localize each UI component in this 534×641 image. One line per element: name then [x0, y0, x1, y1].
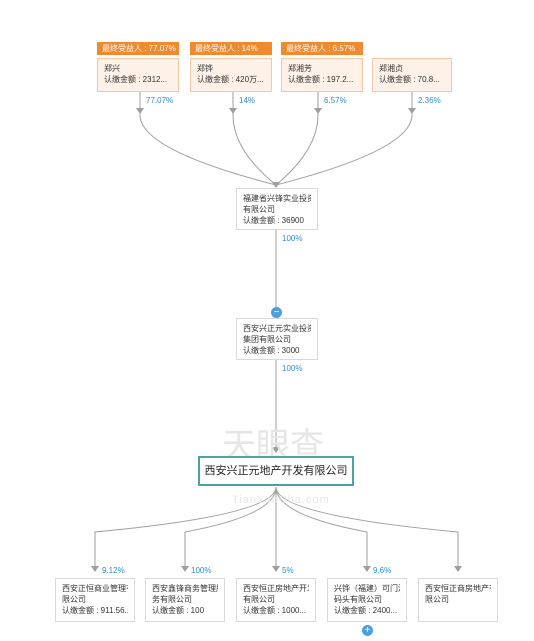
node-name: 西安兴正元实业投资 — [243, 324, 311, 333]
connector-line — [275, 486, 368, 570]
share-percentage: 6.57% — [324, 96, 347, 105]
company-node-fujian-xingfeng[interactable]: 福建省兴锋实业投资 有限公司 认缴金额 : 36900 — [236, 188, 318, 230]
beneficiary-tag: 最终受益人 : 77.07% — [97, 42, 179, 55]
subsidiary-node[interactable]: 西安恒正房地产开发 有限公司 认缴金额 : 1000... — [236, 578, 316, 622]
node-name: 西安正恒商业管理有 — [62, 584, 128, 593]
node-amount: 认缴金额 : 420万... — [197, 75, 264, 84]
node-amount: 认缴金额 : 2312... — [104, 75, 168, 84]
connector-line — [275, 92, 413, 186]
connector-line — [94, 486, 277, 570]
share-percentage: 9.12% — [102, 566, 125, 575]
node-name: 郑兴 — [104, 64, 120, 73]
share-percentage: 100% — [282, 234, 303, 243]
subsidiary-node[interactable]: 西安鑫锋商务管理服 务有限公司 认缴金额 : 100 — [145, 578, 225, 622]
main-company-node[interactable]: 西安兴正元地产开发有限公司 — [198, 456, 354, 486]
node-amount: 认缴金额 : 2400... — [334, 606, 398, 615]
arrow-head — [91, 566, 99, 572]
beneficiary-node[interactable]: 郑铧 认缴金额 : 420万... — [190, 58, 272, 92]
node-name: 兴铧（福建）可门港 — [334, 584, 400, 593]
node-name-line2: 有限公司 — [243, 595, 275, 604]
share-percentage: 100% — [191, 566, 212, 575]
share-percentage: 5% — [282, 566, 294, 575]
subsidiary-node[interactable]: 西安恒正商房地产有 限公司 — [418, 578, 498, 622]
connector-line — [139, 92, 277, 186]
node-amount: 认缴金额 : 911.56... — [62, 606, 128, 615]
arrow-head — [314, 108, 322, 114]
arrow-head — [272, 182, 280, 188]
node-name: 郑湘贞 — [379, 64, 403, 73]
connector-line — [232, 92, 277, 186]
collapse-icon[interactable]: − — [271, 307, 282, 318]
node-amount: 认缴金额 : 100 — [152, 606, 205, 615]
beneficiary-node[interactable]: 郑兴 认缴金额 : 2312... — [97, 58, 179, 92]
shareholder-node[interactable]: 郑湘贞 认缴金额 : 70.8... — [372, 58, 452, 92]
beneficiary-node[interactable]: 郑湘芳 认缴金额 : 197.2... — [281, 58, 363, 92]
node-name: 西安恒正商房地产有 — [425, 584, 491, 593]
node-name-line2: 集团有限公司 — [243, 335, 291, 344]
node-amount: 认缴金额 : 1000... — [243, 606, 307, 615]
node-amount: 认缴金额 : 70.8... — [379, 75, 440, 84]
expand-icon[interactable]: + — [362, 625, 373, 636]
share-percentage: 9.6% — [373, 566, 392, 575]
connector-line — [184, 486, 277, 570]
arrow-head — [272, 566, 280, 572]
node-name-line2: 码头有限公司 — [334, 595, 382, 604]
arrow-head — [229, 108, 237, 114]
node-name: 福建省兴锋实业投资 — [243, 194, 311, 203]
node-amount: 认缴金额 : 3000 — [243, 346, 300, 355]
node-name: 西安鑫锋商务管理服 — [152, 584, 218, 593]
node-amount: 认缴金额 : 36900 — [243, 216, 304, 225]
connector-line — [275, 92, 319, 186]
share-percentage: 2.36% — [418, 96, 441, 105]
arrow-head — [363, 566, 371, 572]
share-percentage: 77.07% — [146, 96, 174, 105]
beneficiary-tag: 最终受益人 : 14% — [190, 42, 272, 55]
arrow-head — [181, 566, 189, 572]
company-node-xingzhengyuan-group[interactable]: 西安兴正元实业投资 集团有限公司 认缴金额 : 3000 — [236, 318, 318, 360]
node-name-line2: 务有限公司 — [152, 595, 192, 604]
node-name-line2: 限公司 — [62, 595, 86, 604]
arrow-head — [136, 108, 144, 114]
connector-line — [275, 486, 459, 570]
beneficiary-tag: 最终受益人 : 6.57% — [281, 42, 363, 55]
node-amount: 认缴金额 : 197.2... — [288, 75, 354, 84]
subsidiary-node[interactable]: 兴铧（福建）可门港 码头有限公司 认缴金额 : 2400... — [327, 578, 407, 622]
subsidiary-node[interactable]: 西安正恒商业管理有 限公司 认缴金额 : 911.56... — [55, 578, 135, 622]
share-percentage: 14% — [239, 96, 256, 105]
node-name: 郑铧 — [197, 64, 213, 73]
node-name-line2: 有限公司 — [243, 205, 275, 214]
share-percentage: 100% — [282, 364, 303, 373]
node-name-line2: 限公司 — [425, 595, 449, 604]
arrow-head — [408, 108, 416, 114]
arrow-head — [454, 566, 462, 572]
node-name: 西安恒正房地产开发 — [243, 584, 309, 593]
arrow-head — [272, 447, 280, 453]
node-name: 郑湘芳 — [288, 64, 312, 73]
watermark-url: TianYanCha.com — [232, 494, 330, 506]
